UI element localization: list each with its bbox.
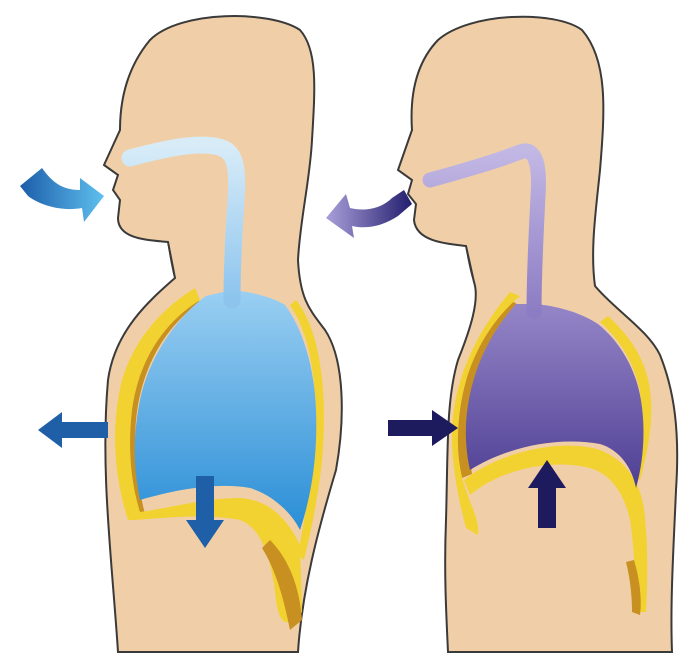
- chest-expand-left-arrow: [38, 412, 108, 448]
- exhale-panel: [326, 17, 677, 652]
- air-in-curved-arrow: [20, 168, 104, 222]
- air-out-curved-arrow: [326, 190, 412, 238]
- inhale-panel: [20, 16, 342, 652]
